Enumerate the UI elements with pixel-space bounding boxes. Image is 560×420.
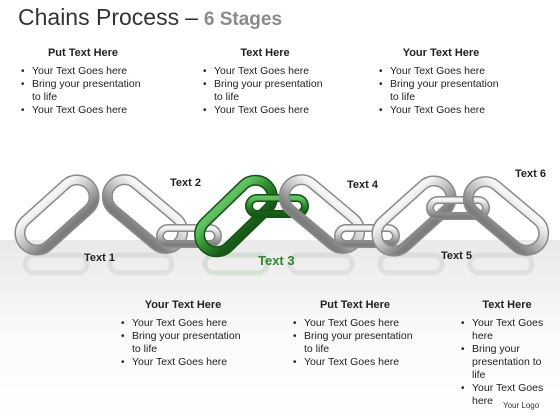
bullet-item: Your Text Goes here <box>376 104 506 117</box>
logo-placeholder: Your Logo <box>503 401 540 410</box>
chain-connector-2 <box>334 224 400 248</box>
bullet-item: Bring your presentation to life <box>458 343 556 382</box>
block-heading: Text Here <box>482 299 532 311</box>
text-block-bottom-1: Your Text Here Your Text Goes here Bring… <box>118 299 248 369</box>
block-heading: Text Here <box>240 47 290 59</box>
text-block-top-2: Text Here Your Text Goes here Bring your… <box>200 47 330 117</box>
title-dash: – <box>185 4 198 30</box>
title-stages: 6 Stages <box>203 9 283 30</box>
bullet-item: Your Text Goes here <box>376 65 506 78</box>
block-heading: Put Text Here <box>47 47 119 59</box>
bullet-item: Bring your presentation to life <box>18 78 148 104</box>
chain-connector-highlight <box>245 194 309 218</box>
bullet-item: Your Text Goes here <box>118 356 248 369</box>
chain-connector-1 <box>156 224 222 248</box>
text-block-top-1: Put Text Here Your Text Goes here Bring … <box>18 47 148 117</box>
block-heading: Your Text Here <box>402 47 480 59</box>
bullet-item: Bring your presentation to life <box>290 330 420 356</box>
title-main: Chains Process <box>18 4 180 30</box>
stage-label-6: Text 6 <box>515 168 546 180</box>
bullet-list: Your Text Goes here Bring your presentat… <box>458 317 556 408</box>
bullet-list: Your Text Goes here Bring your presentat… <box>118 317 248 369</box>
bullet-item: Your Text Goes here <box>18 65 148 78</box>
chain-link-6 <box>462 176 550 256</box>
chain-connector-3 <box>426 196 490 220</box>
bullet-item: Bring your presentation to life <box>118 330 248 356</box>
stage-label-3: Text 3 <box>258 253 295 268</box>
bullet-item: Your Text Goes here <box>200 104 330 117</box>
text-block-bottom-3: Text Here Your Text Goes here Bring your… <box>458 299 556 408</box>
chain-illustration <box>14 174 550 276</box>
bullet-list: Your Text Goes here Bring your presentat… <box>290 317 420 369</box>
block-heading: Your Text Here <box>144 299 222 311</box>
chain-link-5 <box>371 175 457 257</box>
bullet-item: Bring your presentation to life <box>200 78 330 104</box>
bullet-item: Your Text Goes here <box>458 382 556 408</box>
block-heading: Put Text Here <box>319 299 391 311</box>
bullet-item: Your Text Goes here <box>200 65 330 78</box>
chain-link-1 <box>14 174 100 256</box>
bullet-list: Your Text Goes here Bring your presentat… <box>18 65 148 117</box>
bullet-item: Your Text Goes here <box>458 317 556 343</box>
chain-reflection <box>22 252 535 276</box>
stage-label-5: Text 5 <box>441 250 472 262</box>
text-block-bottom-2: Put Text Here Your Text Goes here Bring … <box>290 299 420 369</box>
bullet-item: Bring your presentation to life <box>376 78 506 104</box>
bullet-item: Your Text Goes here <box>118 317 248 330</box>
text-block-top-3: Your Text Here Your Text Goes here Bring… <box>376 47 506 117</box>
bullet-list: Your Text Goes here Bring your presentat… <box>376 65 506 117</box>
bullet-item: Your Text Goes here <box>290 356 420 369</box>
stage-label-4: Text 4 <box>347 179 378 191</box>
chain-link-3-highlight <box>194 174 278 258</box>
stage-label-2: Text 2 <box>170 177 201 189</box>
bullet-item: Your Text Goes here <box>290 317 420 330</box>
bullet-list: Your Text Goes here Bring your presentat… <box>200 65 330 117</box>
bullet-item: Your Text Goes here <box>18 104 148 117</box>
page-title: Chains Process–6 Stages <box>18 4 282 31</box>
stage-label-1: Text 1 <box>84 252 115 264</box>
